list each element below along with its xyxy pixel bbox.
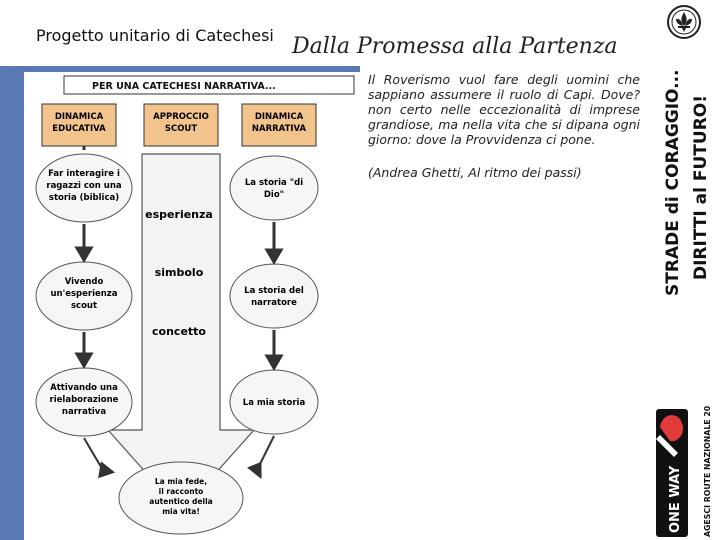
right-step-1-line-2: Dio" bbox=[264, 190, 284, 200]
right-step-3-line-1: La mia storia bbox=[243, 398, 306, 408]
quote-block: Il Roverismo vuol fare degli uomini che … bbox=[368, 72, 640, 180]
one-way-label: ONE WAY bbox=[668, 465, 683, 533]
left-step-3-line-1: Attivando una bbox=[50, 383, 118, 393]
catechesi-diagram: PER UNA CATECHESI NARRATIVA... DINAMICA … bbox=[35, 75, 355, 535]
bottom-ellipse bbox=[118, 461, 244, 535]
column-label-1b: EDUCATIVA bbox=[52, 124, 106, 134]
left-step-3-line-2: rielaborazione bbox=[50, 395, 119, 405]
left-arrow-3 bbox=[98, 461, 116, 479]
slogan-line-1: STRADE di CORAGGIO... bbox=[663, 69, 683, 296]
column-label-2a: APPROCCIO bbox=[153, 112, 209, 122]
slogan-line-2: DIRITTI al FUTURO! bbox=[691, 95, 711, 280]
left-arrow-2 bbox=[74, 352, 94, 369]
right-arrow-2 bbox=[264, 354, 284, 371]
left-step-2-line-1: Vivendo bbox=[65, 277, 104, 287]
column-label-2b: SCOUT bbox=[165, 124, 197, 134]
header-subtitle: Progetto unitario di Catechesi bbox=[36, 26, 274, 45]
right-arrow-3 bbox=[247, 461, 262, 480]
diagram-banner-box bbox=[63, 75, 355, 95]
left-step-2-line-3: scout bbox=[71, 301, 97, 311]
left-step-1-line-1: Far interagire i bbox=[48, 169, 120, 179]
right-step-2-line-1: La storia del bbox=[244, 286, 304, 296]
column-label-3a: DINAMICA bbox=[255, 112, 304, 122]
column-box-scout bbox=[143, 103, 219, 147]
right-ellipse-2 bbox=[229, 263, 319, 329]
bottom-line-2: il racconto bbox=[159, 487, 204, 496]
left-accent-bar bbox=[0, 66, 24, 540]
center-label-esperienza: esperienza bbox=[145, 208, 213, 221]
left-ellipse-1 bbox=[35, 153, 133, 223]
bottom-line-4: mia vita! bbox=[162, 507, 200, 516]
right-ellipse-1 bbox=[229, 155, 319, 221]
left-step-2-line-2: un'esperienza bbox=[51, 289, 118, 299]
top-accent-bar bbox=[0, 66, 360, 72]
right-step-1-line-1: La storia "di bbox=[245, 178, 303, 188]
right-arrow-1 bbox=[264, 248, 284, 265]
right-step-2-line-2: narratore bbox=[251, 298, 297, 308]
left-step-1-line-3: storia (biblica) bbox=[49, 193, 119, 203]
fleur-de-lis-emblem-icon bbox=[667, 5, 701, 39]
quote-citation: (Andrea Ghetti, Al ritmo dei passi) bbox=[368, 165, 582, 180]
red-swirl-icon bbox=[660, 415, 684, 442]
route-badge: ONE WAY AGESCI ROUTE NAZIONALE 2014 bbox=[656, 405, 712, 537]
left-step-3-line-3: narrativa bbox=[62, 407, 106, 417]
quote-body: Il Roverismo vuol fare degli uomini che … bbox=[368, 72, 640, 147]
column-box-narrativa bbox=[241, 103, 317, 147]
diagram-banner: PER UNA CATECHESI NARRATIVA... bbox=[92, 81, 276, 92]
bottom-line-1: La mia fede, bbox=[155, 477, 207, 486]
bottom-line-3: autentico della bbox=[149, 497, 212, 506]
header-title: Dalla Promessa alla Partenza bbox=[292, 34, 618, 59]
route-caption: AGESCI ROUTE NAZIONALE 2014 bbox=[703, 405, 712, 537]
center-label-simbolo: simbolo bbox=[155, 266, 204, 279]
left-step-1-line-2: ragazzi con una bbox=[46, 181, 122, 191]
column-box-educativa bbox=[41, 103, 117, 147]
column-label-3b: NARRATIVA bbox=[252, 124, 307, 134]
left-arrow-1 bbox=[74, 246, 94, 263]
column-label-1a: DINAMICA bbox=[55, 112, 104, 122]
center-label-concetto: concetto bbox=[152, 325, 206, 338]
side-slogan: STRADE di CORAGGIO... DIRITTI al FUTURO! bbox=[663, 5, 711, 296]
